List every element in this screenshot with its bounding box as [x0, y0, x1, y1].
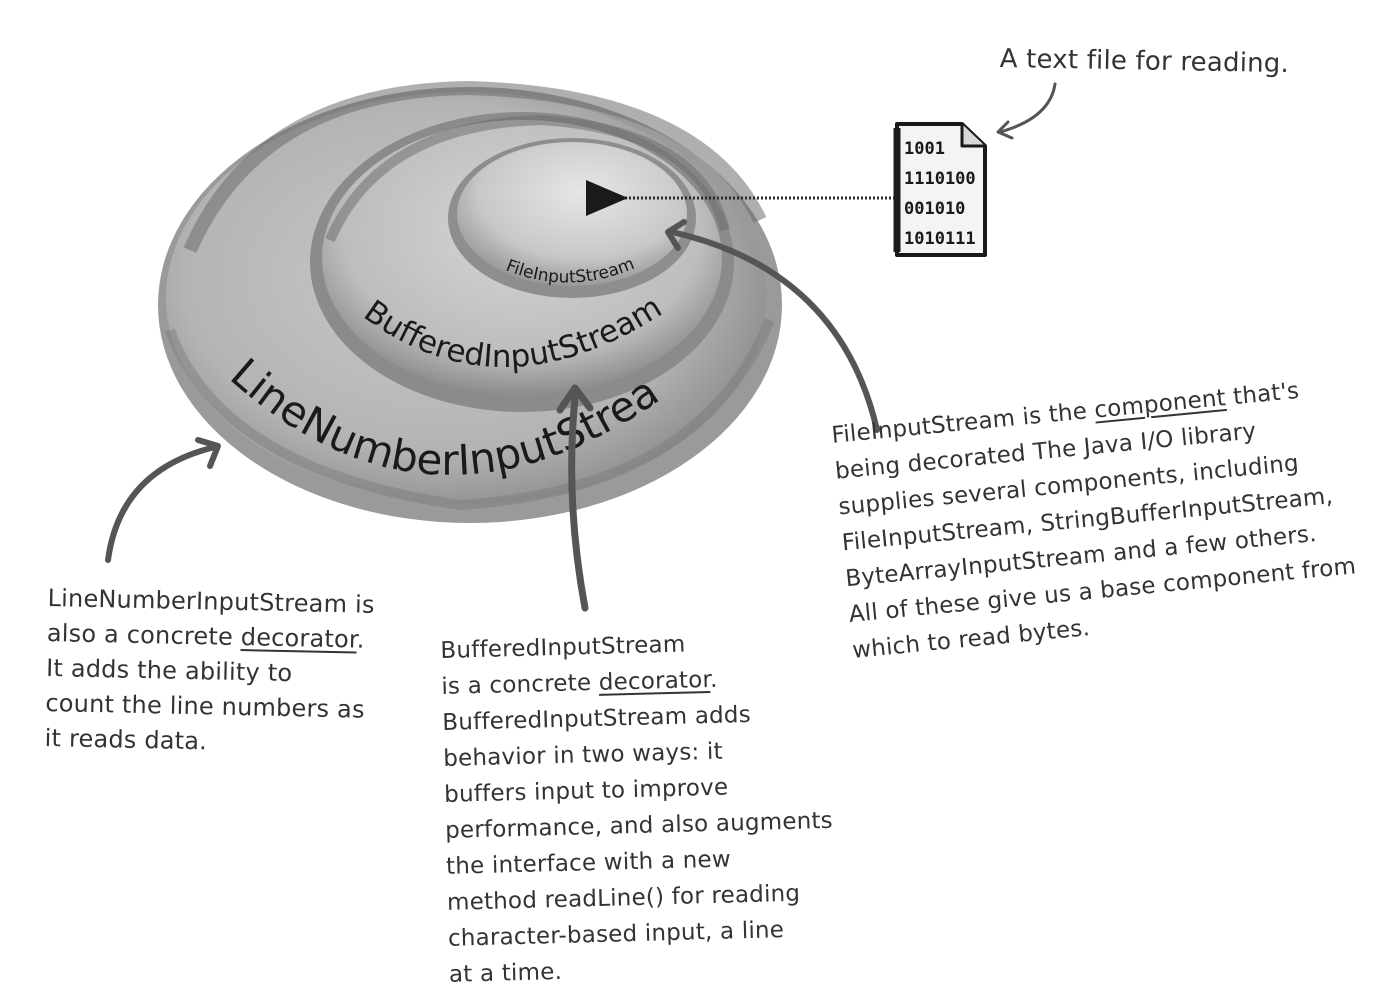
text-file-arrow-head	[996, 120, 1014, 140]
line-number-arrow-head	[195, 437, 221, 469]
file-component-arrow	[669, 229, 880, 433]
decorator-term: decorator	[240, 623, 358, 654]
inner-ring	[448, 138, 696, 298]
buffered-arrow	[568, 394, 589, 612]
line-number-annotation: LineNumberInputStream is also a concrete…	[44, 581, 375, 763]
file-bits-line-4: 1010111	[904, 229, 976, 249]
file-bits-line-2: 1110100	[904, 169, 976, 189]
file-component-arrow-head	[665, 219, 687, 251]
decorator-term: decorator	[598, 666, 711, 696]
line-number-arrow	[105, 444, 218, 563]
text-file-annotation: A text file for reading.	[999, 43, 1290, 80]
text-file-arrow	[998, 82, 1057, 134]
buffered-arrow-head	[556, 384, 594, 414]
line-number-annotation-line: it reads data.	[44, 723, 208, 756]
buffered-annotation: BufferedInputStream is a concrete decora…	[440, 623, 837, 993]
file-component-annotation: FileInputStream is the component that's …	[830, 369, 1361, 669]
file-bits-line-1: 1001	[904, 139, 945, 159]
file-bits-line-3: 001010	[904, 199, 965, 219]
text-file-icon: 1001 1110100 001010 1010111	[893, 122, 987, 257]
